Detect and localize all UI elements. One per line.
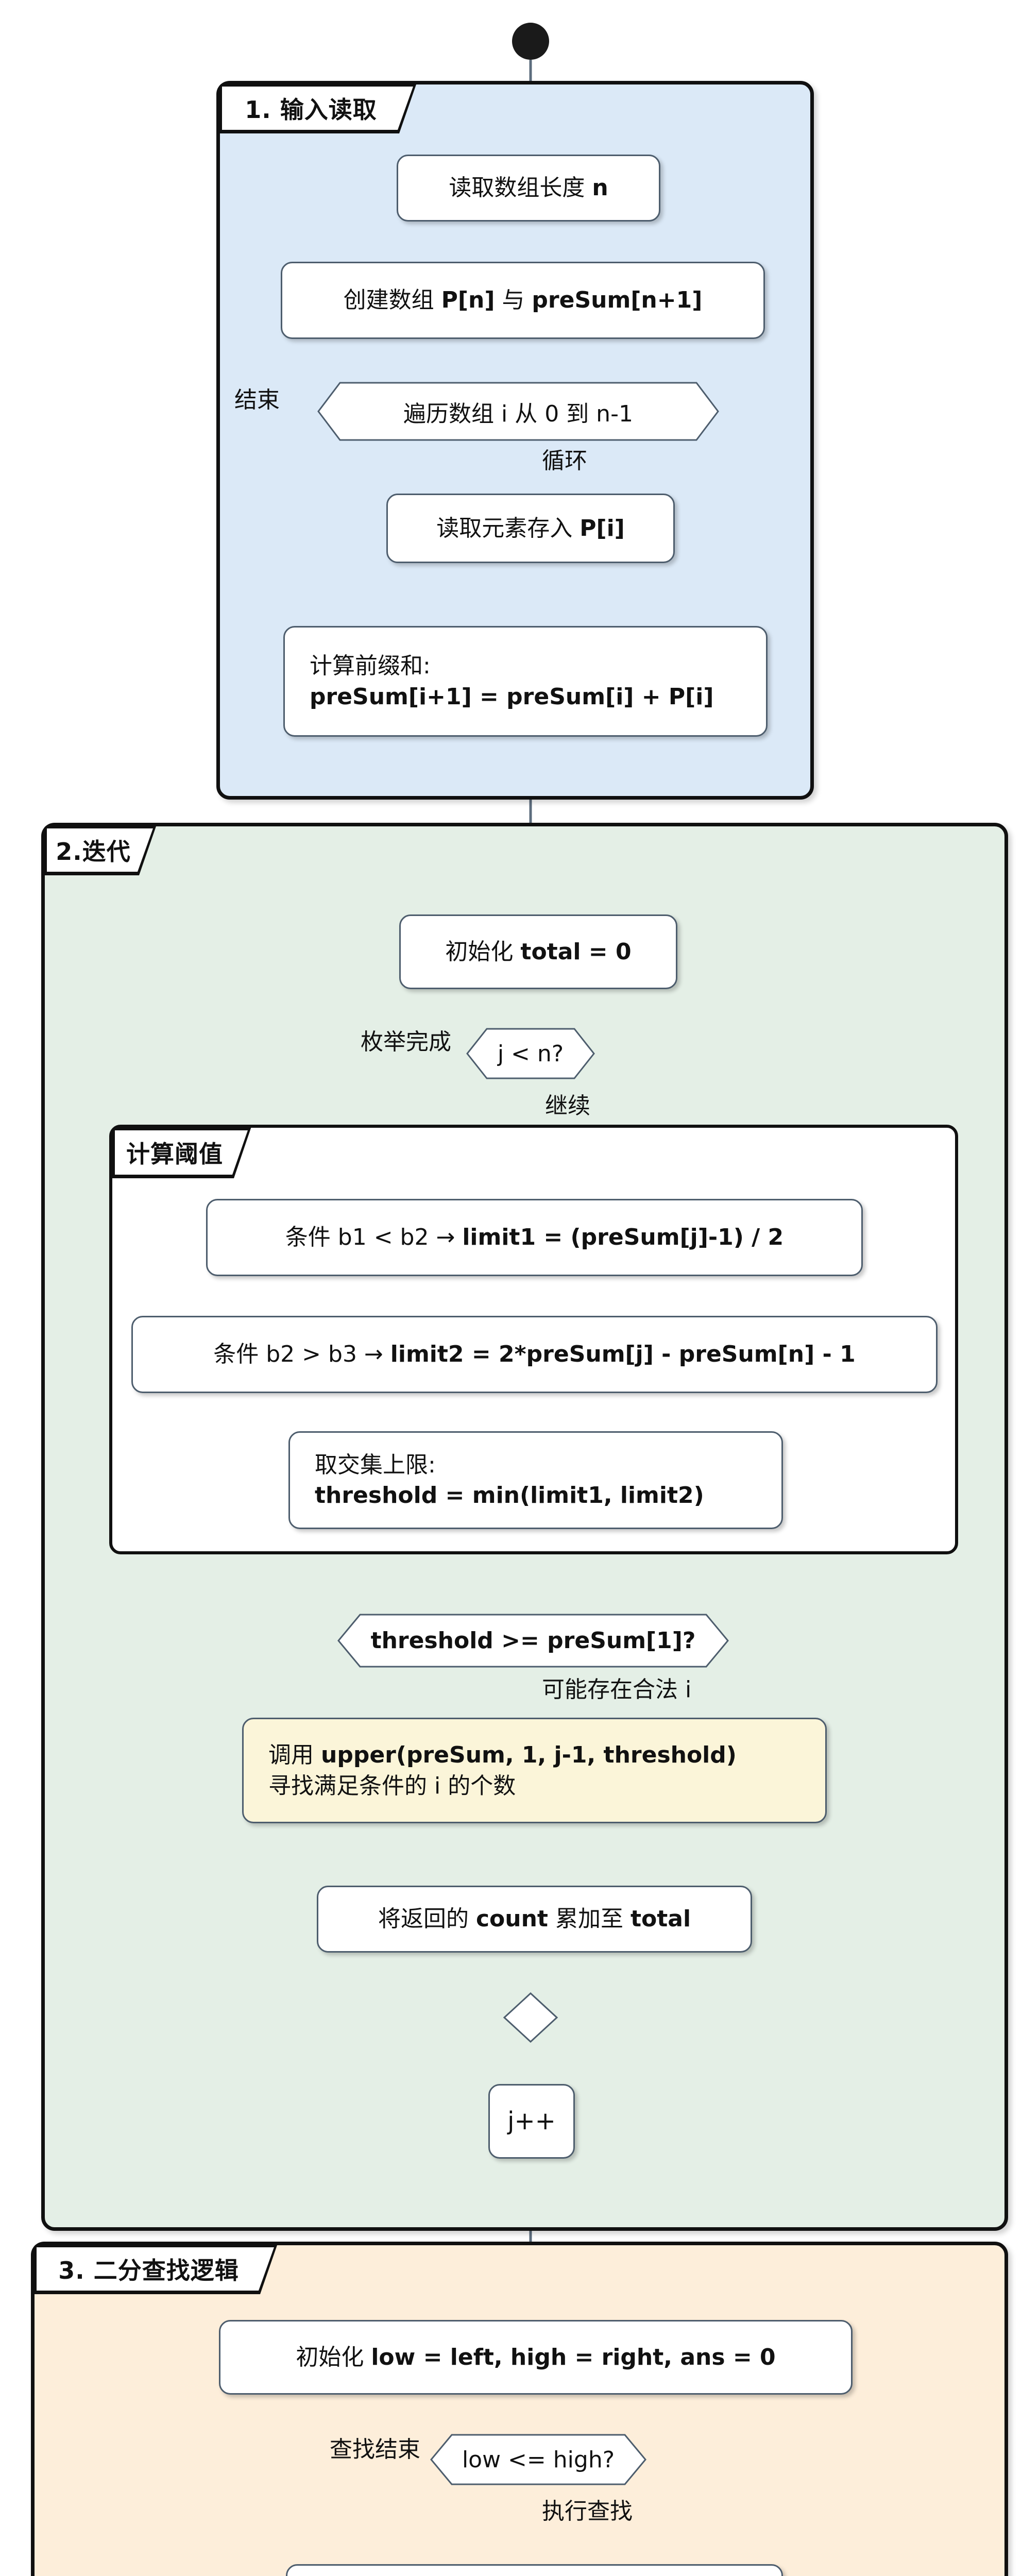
activity-code: preSum[n+1] [532, 287, 703, 314]
edge-label-loop-body: 循环 [542, 448, 587, 474]
activity-code: limit2 = 2*preSum[j] - preSum[n] - 1 [390, 1341, 856, 1368]
hexagon-shape [317, 382, 719, 441]
activity-code: total = 0 [520, 938, 632, 965]
hexagon-shape [430, 2434, 646, 2485]
partition-binary-search [31, 2242, 1008, 2576]
activity-code: upper(preSum, 1, j-1, threshold) [321, 1742, 737, 1769]
activity-code: P[i] [580, 515, 625, 541]
activity-init-total: 初始化 total = 0 [399, 914, 677, 989]
condition-text: j < n? [497, 1040, 564, 1067]
partition-tab-iteration: 2.迭代 [43, 825, 157, 875]
activity-create-arrays: 创建数组 P[n] 与 preSum[n+1] [281, 262, 765, 339]
activity-code: P[n] [441, 287, 495, 314]
partition-tab-label: 2.迭代 [56, 838, 131, 866]
loop-condition-low-high: low <= high? [430, 2434, 646, 2485]
diamond-shape [503, 1992, 558, 2043]
condition-text: low <= high? [462, 2446, 615, 2473]
activity-code: threshold = min(limit1, limit2) [315, 1482, 704, 1509]
activity-code: total [630, 1906, 691, 1933]
partition-tab-label: 1. 输入读取 [245, 96, 377, 124]
hexagon-shape [337, 1614, 729, 1668]
condition-threshold-valid: threshold >= preSum[1]? [337, 1614, 729, 1668]
activity-increment-j: j++ [488, 2084, 575, 2159]
activity-threshold-min: 取交集上限: threshold = min(limit1, limit2) [288, 1431, 783, 1529]
hexagon-shape [466, 1028, 595, 1079]
partition-tab-compute-threshold: 计算阈值 [111, 1127, 251, 1178]
activity-text: 取交集上限: [315, 1451, 436, 1478]
partition-tab-background [37, 2247, 274, 2291]
activity-init-binary-search: 初始化 low = left, high = right, ans = 0 [219, 2320, 853, 2395]
activity-limit1: 条件 b1 < b2 → limit1 = (preSum[j]-1) / 2 [206, 1199, 863, 1276]
start-node [512, 23, 549, 60]
activity-accumulate-count: 将返回的 count 累加至 total [317, 1886, 752, 1953]
activity-code: low = left, high = right, ans = 0 [371, 2344, 776, 2370]
activity-text: 读取元素存入 [436, 515, 580, 541]
activity-read-array-length: 读取数组长度 n [397, 155, 660, 222]
activity-text: 条件 b2 > b3 → [213, 1341, 390, 1368]
activity-text: 寻找满足条件的 i 的个数 [268, 1772, 516, 1799]
partition-tab-background [222, 87, 413, 130]
activity-text: 读取数组长度 [449, 175, 592, 201]
activity-code: limit1 = (preSum[j]-1) / 2 [462, 1224, 784, 1251]
activity-text: 创建数组 [343, 287, 441, 314]
activity-code: n [592, 175, 608, 201]
edge-label-search-end: 查找结束 [330, 2436, 420, 2463]
activity-limit2: 条件 b2 > b3 → limit2 = 2*preSum[j] - preS… [131, 1316, 938, 1393]
edge-label-execute-search: 执行查找 [542, 2498, 633, 2524]
partition-tab-label: 计算阈值 [126, 1140, 223, 1168]
activity-text: j++ [507, 2107, 556, 2136]
edge-label-enumeration-done: 枚举完成 [361, 1029, 451, 1055]
partition-tab-background [47, 828, 153, 872]
activity-text: 累加至 [548, 1906, 631, 1933]
activity-code: preSum[i+1] = preSum[i] + P[i] [310, 683, 714, 710]
edge-label-maybe-valid-i: 可能存在合法 i [542, 1676, 692, 1703]
merge-diamond-iteration [503, 1992, 558, 2043]
partition-tab-binary-search: 3. 二分查找逻辑 [33, 2244, 278, 2294]
edge-label-continue: 继续 [545, 1093, 590, 1119]
activity-compute-mid: 计算中间值: mid = low + ((high - low) >> 1) [286, 2564, 783, 2576]
activity-text: 初始化 [296, 2344, 371, 2370]
partition-tab-label: 3. 二分查找逻辑 [58, 2257, 239, 2284]
partition-tab-background [115, 1130, 248, 1175]
activity-compute-prefix-sum: 计算前缀和: preSum[i+1] = preSum[i] + P[i] [283, 626, 768, 737]
partition-tab-input-read: 1. 输入读取 [218, 83, 417, 133]
activity-text: 将返回的 [378, 1906, 476, 1933]
condition-text: 遍历数组 i 从 0 到 n-1 [403, 400, 633, 427]
activity-call-upper: 调用 upper(preSum, 1, j-1, threshold) 寻找满足… [242, 1718, 827, 1823]
activity-text: 计算前缀和: [310, 653, 431, 680]
activity-read-element: 读取元素存入 P[i] [386, 494, 675, 563]
activity-text: 初始化 [445, 938, 521, 965]
activity-text: 与 [495, 287, 532, 314]
activity-text: 调用 [268, 1742, 321, 1769]
loop-condition-traverse-array: 遍历数组 i 从 0 到 n-1 [317, 382, 719, 441]
activity-text: 条件 b1 < b2 → [285, 1224, 463, 1251]
condition-text: threshold >= preSum[1]? [370, 1628, 696, 1654]
loop-condition-j-less-n: j < n? [466, 1028, 595, 1079]
edge-label-loop-end: 结束 [234, 387, 280, 413]
activity-code: count [475, 1906, 548, 1933]
